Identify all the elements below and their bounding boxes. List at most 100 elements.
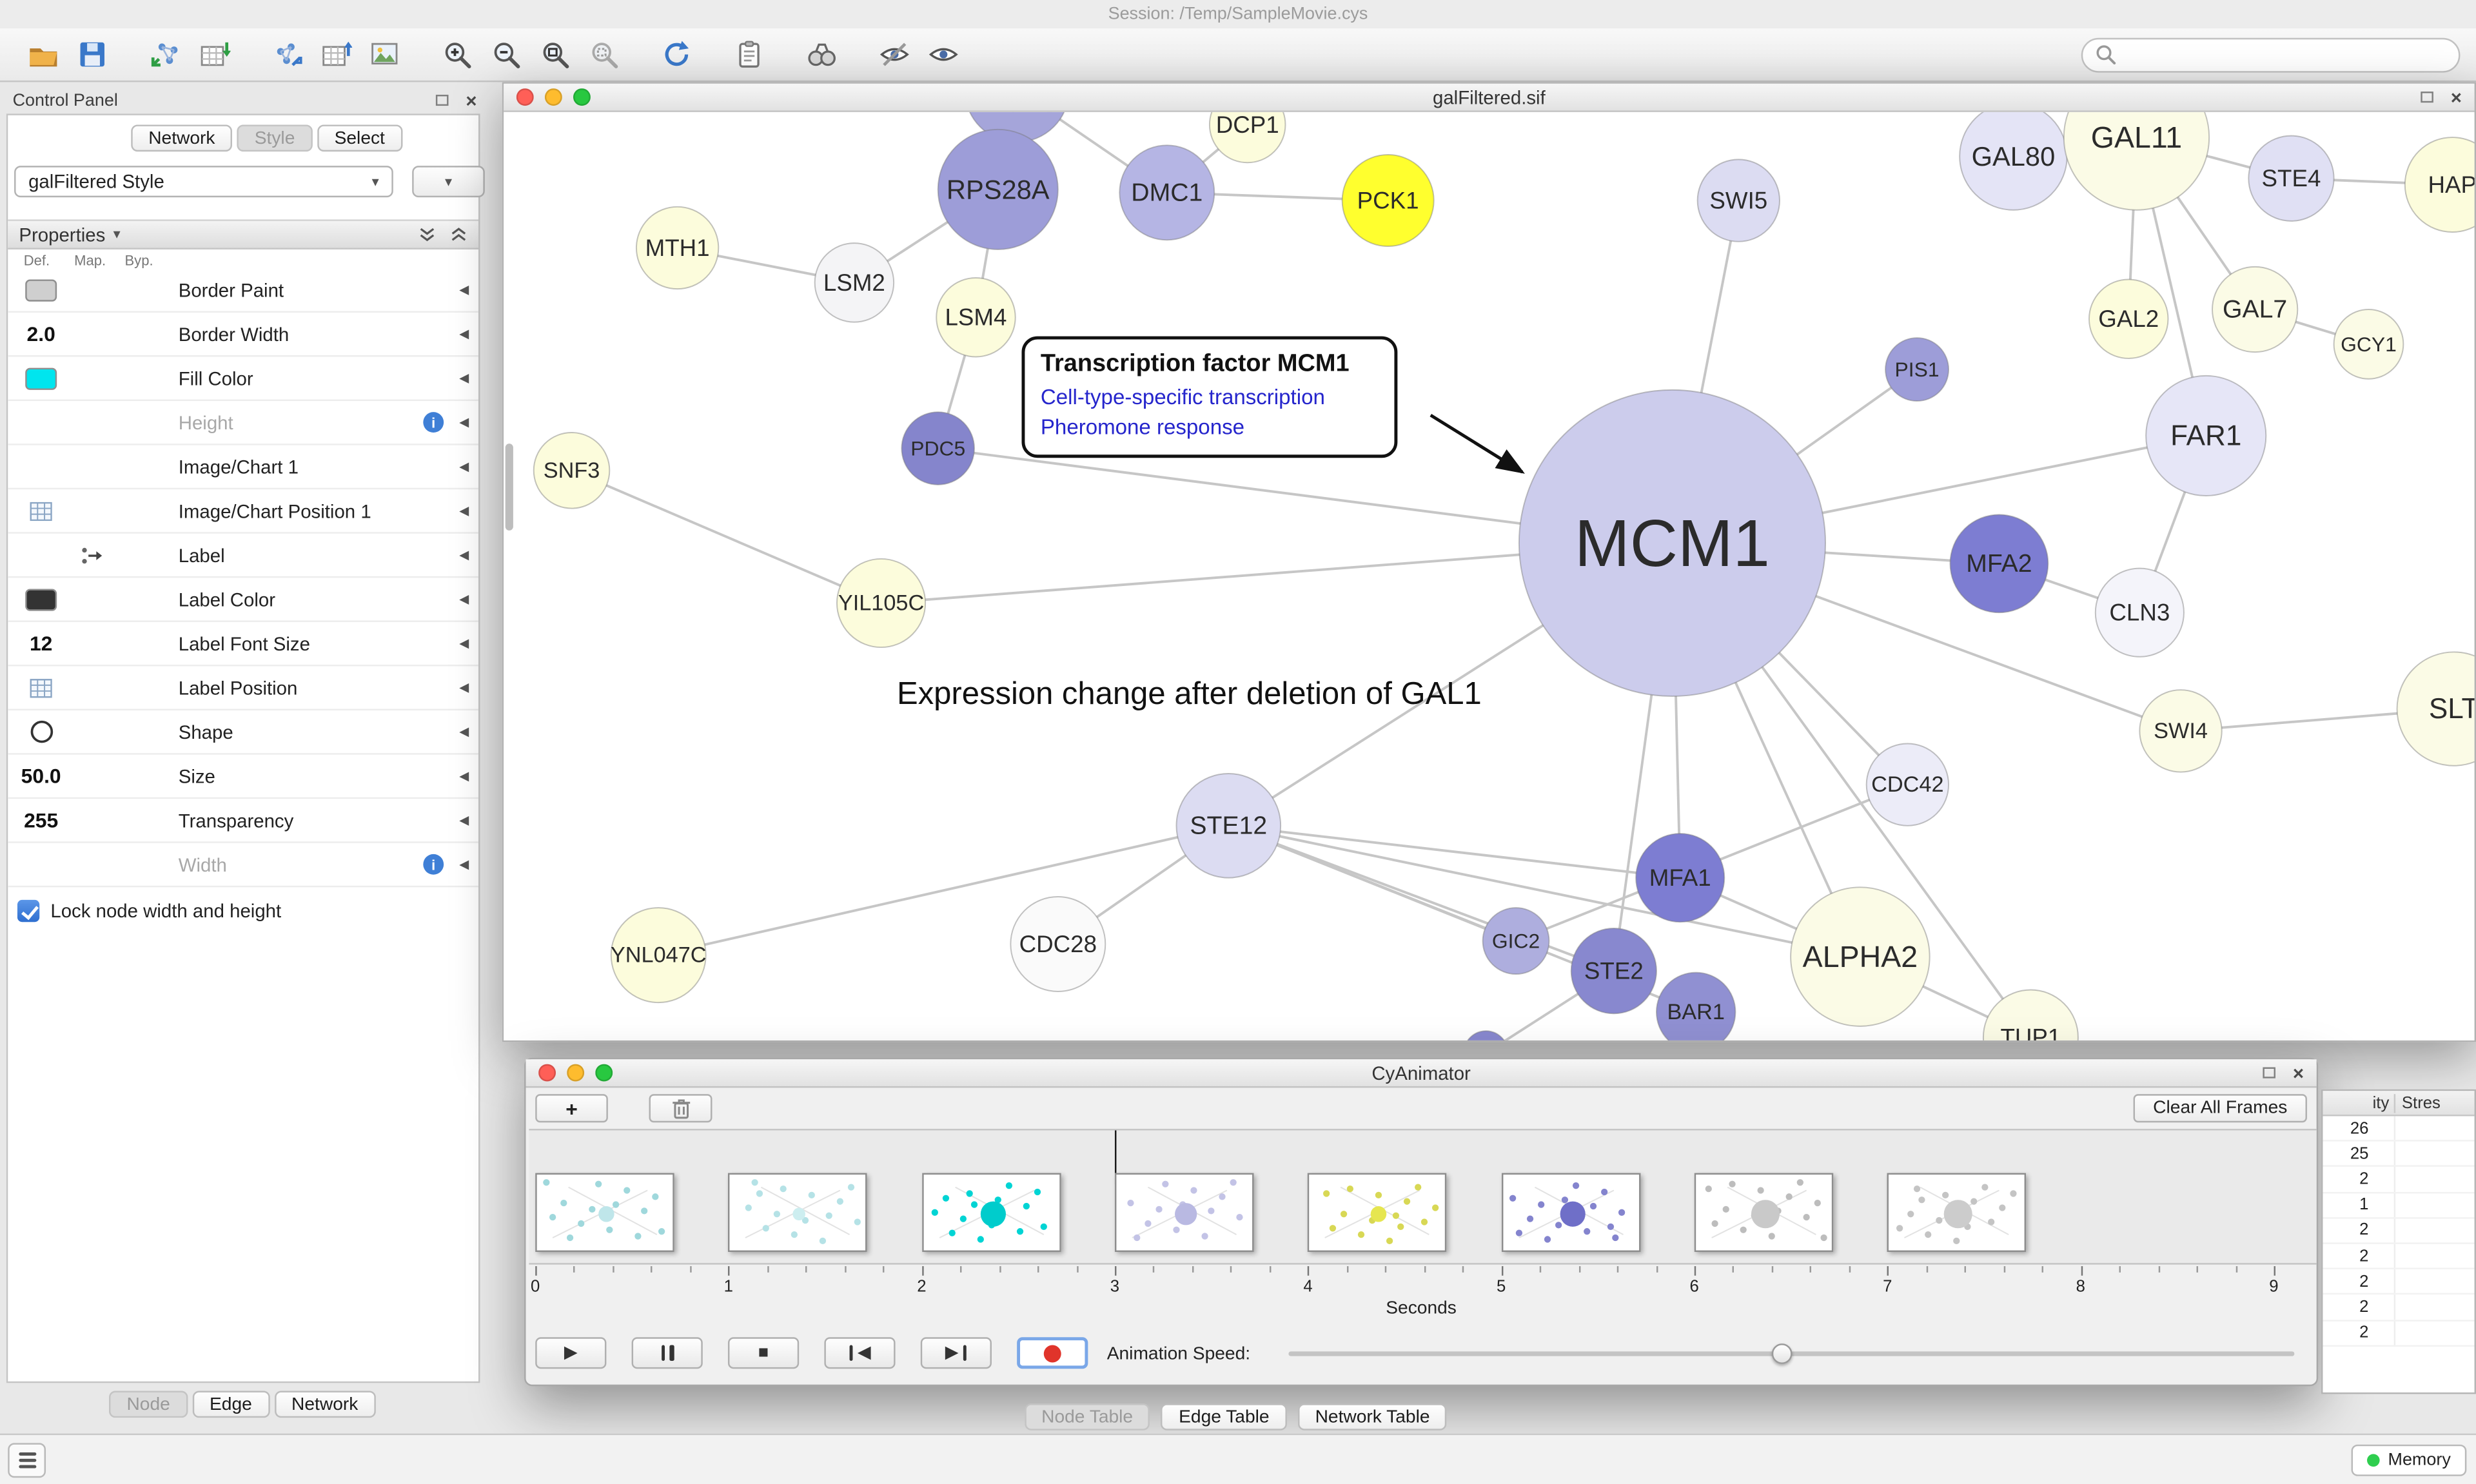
network-node[interactable]: PIS1: [1885, 337, 1950, 402]
table-column-header[interactable]: ity: [2323, 1093, 2396, 1113]
property-row[interactable]: Label Color◀: [8, 578, 479, 622]
maximize-button[interactable]: [573, 88, 591, 106]
clear-all-frames-button[interactable]: Clear All Frames: [2133, 1094, 2307, 1123]
property-row[interactable]: Label Position◀: [8, 666, 479, 711]
annotation-box[interactable]: Transcription factor MCM1 Cell-type-spec…: [1021, 336, 1398, 458]
network-node[interactable]: YNL047C: [610, 907, 707, 1004]
default-value-cell[interactable]: [17, 272, 64, 307]
tab-edge[interactable]: Edge: [192, 1391, 270, 1418]
refresh-button[interactable]: [654, 32, 698, 77]
table-column-header[interactable]: Stres: [2401, 1093, 2441, 1113]
default-value-cell[interactable]: [17, 493, 64, 528]
default-value-cell[interactable]: [17, 581, 64, 616]
export-network-button[interactable]: [264, 32, 308, 77]
mapping-cell[interactable]: [68, 272, 115, 307]
first-frame-button[interactable]: ◀: [824, 1337, 896, 1369]
default-value-cell[interactable]: 2.0: [26, 322, 55, 346]
network-node[interactable]: MCM1: [1518, 389, 1827, 697]
network-node[interactable]: RPS28A: [937, 128, 1059, 250]
property-row[interactable]: Shape◀: [8, 710, 479, 755]
close-window-icon[interactable]: ×: [2292, 1061, 2304, 1084]
expand-row-icon[interactable]: ◀: [459, 768, 469, 783]
table-row[interactable]: 2: [2323, 1294, 2475, 1321]
close-button[interactable]: [516, 88, 534, 106]
bypass-cell[interactable]: [119, 493, 166, 528]
first-neighbors-button[interactable]: [799, 32, 843, 77]
delete-frame-button[interactable]: [649, 1094, 712, 1123]
expand-row-icon[interactable]: ◀: [459, 415, 469, 430]
tab-style[interactable]: Style: [237, 124, 313, 152]
network-node[interactable]: MFA2: [1949, 514, 2049, 614]
import-table-button[interactable]: [191, 32, 235, 77]
close-window-icon[interactable]: ×: [2450, 86, 2462, 108]
tab-network-table[interactable]: Network Table: [1297, 1403, 1448, 1430]
frame-thumbnail[interactable]: [1694, 1173, 1834, 1253]
zoom-out-button[interactable]: [483, 32, 527, 77]
default-value-cell[interactable]: [17, 361, 64, 396]
search-box[interactable]: [2081, 37, 2461, 72]
paste-button[interactable]: [727, 32, 771, 77]
table-row[interactable]: 2: [2323, 1269, 2475, 1295]
network-node[interactable]: [1464, 1030, 1508, 1040]
expand-row-icon[interactable]: ◀: [459, 813, 469, 828]
mapping-cell[interactable]: [68, 626, 115, 661]
bypass-cell[interactable]: [119, 847, 166, 882]
network-node[interactable]: HAP: [2404, 137, 2475, 233]
network-node[interactable]: CLN3: [2094, 567, 2185, 658]
frame-thumbnail[interactable]: [728, 1173, 868, 1253]
network-node[interactable]: LSM4: [936, 277, 1016, 358]
tab-node[interactable]: Node: [109, 1391, 188, 1418]
bypass-cell[interactable]: [119, 317, 166, 351]
network-node[interactable]: SLT: [2396, 651, 2475, 766]
table-row[interactable]: 2: [2323, 1167, 2475, 1193]
default-value-cell[interactable]: 50.0: [21, 764, 61, 788]
search-input[interactable]: [2123, 43, 2446, 66]
network-node[interactable]: SNF3: [533, 432, 611, 509]
network-node[interactable]: GIC2: [1482, 907, 1550, 975]
minimize-button[interactable]: [567, 1064, 585, 1082]
table-row[interactable]: 2: [2323, 1244, 2475, 1270]
frames-timeline[interactable]: [529, 1129, 2317, 1265]
table-row[interactable]: 2: [2323, 1320, 2475, 1347]
bypass-cell[interactable]: [119, 405, 166, 440]
mapping-cell[interactable]: [68, 361, 115, 396]
close-button[interactable]: [538, 1064, 556, 1082]
default-value-cell[interactable]: [17, 670, 64, 705]
network-node[interactable]: MFA1: [1635, 833, 1725, 923]
memory-button[interactable]: Memory: [2352, 1444, 2467, 1476]
tab-select[interactable]: Select: [317, 124, 402, 152]
expand-row-icon[interactable]: ◀: [459, 459, 469, 474]
mapping-cell[interactable]: [68, 538, 115, 572]
close-panel-icon[interactable]: ×: [466, 89, 477, 112]
collapse-all-icon[interactable]: [418, 226, 436, 242]
network-node[interactable]: GAL2: [2088, 278, 2169, 359]
expand-row-icon[interactable]: ◀: [459, 503, 469, 518]
mapping-cell[interactable]: [68, 670, 115, 705]
network-node[interactable]: STE2: [1570, 928, 1657, 1015]
frame-thumbnail[interactable]: [1887, 1173, 2027, 1253]
stop-button[interactable]: ■: [727, 1337, 800, 1369]
tab-network[interactable]: Network: [131, 124, 233, 152]
mapping-cell[interactable]: [68, 317, 115, 351]
tab-network[interactable]: Network: [274, 1391, 376, 1418]
default-value-cell[interactable]: [17, 538, 64, 572]
expand-row-icon[interactable]: ◀: [459, 371, 469, 386]
network-node[interactable]: GAL11: [2063, 112, 2210, 211]
property-row[interactable]: Label◀: [8, 534, 479, 578]
bypass-cell[interactable]: [119, 759, 166, 794]
frame-thumbnail[interactable]: [535, 1173, 674, 1253]
property-row[interactable]: Border Paint◀: [8, 268, 479, 313]
network-node[interactable]: DCP1: [1208, 112, 1286, 164]
network-node[interactable]: SWI5: [1696, 159, 1780, 242]
default-value-cell[interactable]: [17, 714, 64, 749]
mapping-cell[interactable]: [68, 405, 115, 440]
expand-row-icon[interactable]: ◀: [459, 636, 469, 650]
expand-row-icon[interactable]: ◀: [459, 725, 469, 739]
bypass-cell[interactable]: [119, 803, 166, 837]
timeline-playhead[interactable]: [1114, 1130, 1117, 1184]
zoom-fit-button[interactable]: [532, 32, 576, 77]
style-dropdown[interactable]: galFiltered Style ▾: [14, 166, 393, 198]
